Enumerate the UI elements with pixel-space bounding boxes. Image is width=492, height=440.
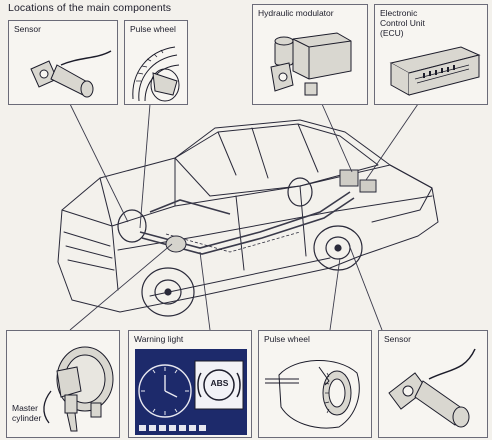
hydraulic-modulator-panel: Hydraulic modulator (252, 4, 368, 105)
warning-light-label: Warning light (134, 334, 184, 344)
hydraulic-modulator-icon (270, 32, 352, 96)
ecu-label: Electronic Control Unit (ECU) (380, 8, 425, 38)
pulse-wheel-rear-panel: Pulse wheel (258, 330, 372, 438)
master-cylinder-icon (43, 346, 114, 432)
abs-lamp-icon (197, 369, 241, 401)
sensor-rear-panel: Sensor (378, 330, 488, 438)
master-cylinder-panel: Master cylinder (6, 330, 120, 438)
abs-badge-text: ABS (210, 378, 229, 388)
master-cylinder-label: Master cylinder (12, 403, 42, 423)
ecu-panel: Electronic Control Unit (ECU) (374, 4, 488, 105)
pulse-wheel-front-panel: Pulse wheel (124, 20, 188, 105)
sensor-front-panel: Sensor (8, 20, 118, 105)
pulse-wheel-icon (265, 360, 360, 429)
sensor-rear-label: Sensor (384, 334, 411, 344)
page-title: Locations of the main components (8, 2, 172, 14)
clock-icon (138, 364, 192, 418)
ecu-icon (389, 46, 481, 96)
sensor-icon (30, 50, 112, 98)
pulse-wheel-rear-label: Pulse wheel (264, 334, 310, 344)
pulse-wheel-icon (132, 46, 180, 102)
pulse-wheel-front-label: Pulse wheel (130, 24, 176, 34)
hydraulic-modulator-label: Hydraulic modulator (258, 8, 334, 18)
warning-light-dash (135, 349, 247, 435)
sensor-front-label: Sensor (14, 24, 41, 34)
warning-light-panel: Warning light ABS (128, 330, 252, 438)
sensor-icon (388, 348, 476, 428)
